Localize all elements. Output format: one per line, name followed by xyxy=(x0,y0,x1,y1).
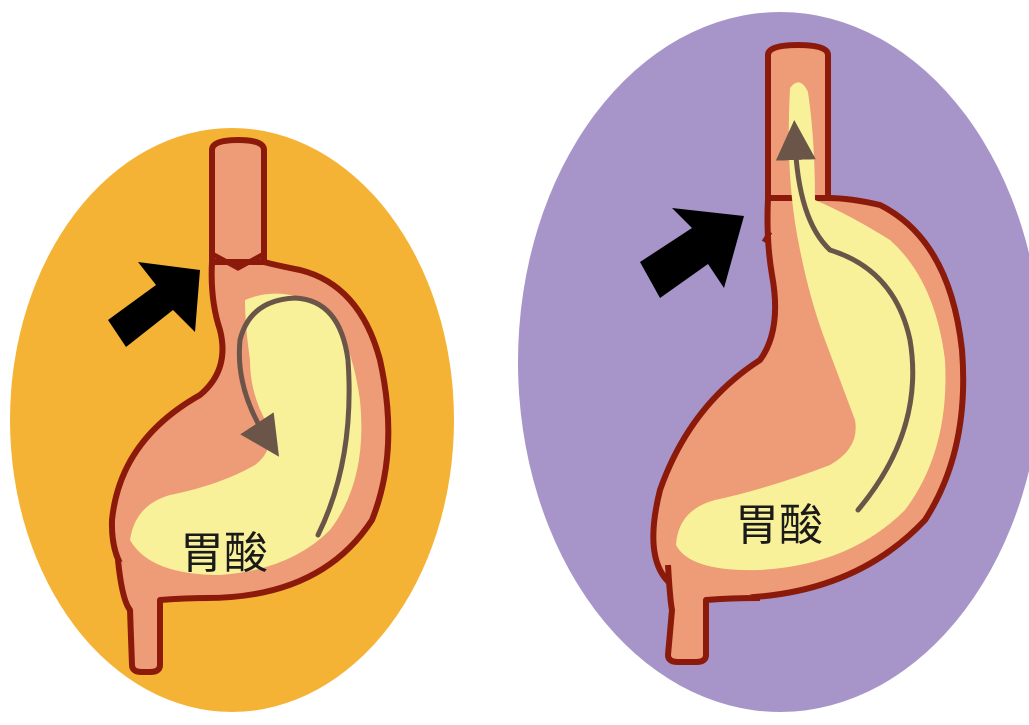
panel-reflux: 胃酸 xyxy=(518,12,1029,712)
esophagus xyxy=(212,140,264,265)
acid-label: 胃酸 xyxy=(180,528,268,579)
panel-normal: 胃酸 xyxy=(10,128,454,712)
acid-label: 胃酸 xyxy=(735,500,823,551)
